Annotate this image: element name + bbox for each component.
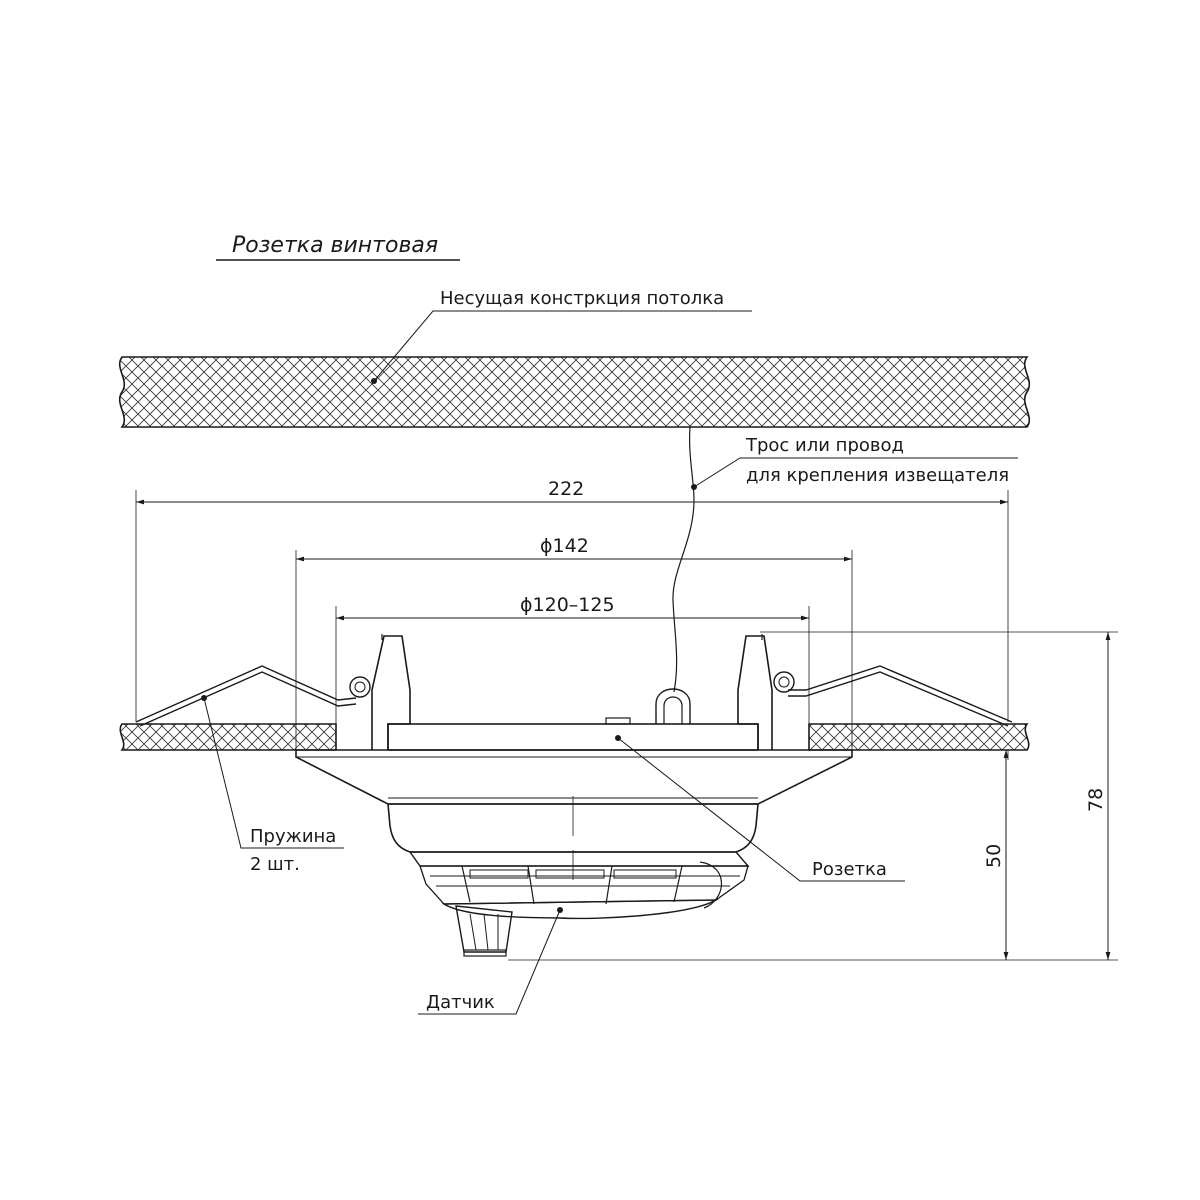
dimension-diameter-outer-text: ϕ142: [540, 535, 589, 557]
spring-label-line2: 2 шт.: [250, 854, 300, 875]
dimension-height-total: 78: [1085, 632, 1111, 960]
dimension-overall-width: 222: [136, 478, 1008, 505]
dimension-height-below: 50: [983, 750, 1009, 960]
extension-lines: [135, 490, 1118, 961]
title-text: Розетка винтовая: [232, 233, 438, 258]
cable-label-line1: Трос или провод: [745, 435, 904, 456]
dimension-height-total-text: 78: [1085, 788, 1107, 812]
spring-label: Пружина 2 шт.: [201, 695, 344, 875]
sensor-label-text: Датчик: [426, 992, 495, 1013]
dimension-diameter-cutout: ϕ120–125: [336, 594, 809, 621]
ceiling-label: Несущая констркция потолка: [371, 288, 752, 384]
ceiling-slab: [118, 356, 1031, 428]
false-ceiling-panel: [119, 723, 1030, 751]
socket-body: [295, 634, 853, 805]
dimension-diameter-cutout-text: ϕ120–125: [520, 594, 615, 616]
dimension-overall-width-text: 222: [548, 478, 584, 500]
dimension-height-below-text: 50: [983, 844, 1005, 868]
socket-label-text: Розетка: [812, 859, 887, 880]
dimension-diameter-outer: ϕ142: [296, 535, 852, 562]
cable-label-line2: для крепления извещателя: [746, 465, 1009, 486]
detector-body: [387, 796, 759, 957]
drawing-title: Розетка винтовая: [216, 233, 460, 261]
suspension-cable: Трос или провод для крепления извещателя: [672, 426, 1018, 693]
sensor-label: Датчик: [418, 907, 563, 1015]
socket-label: Розетка: [615, 735, 905, 882]
spring-clips: [135, 665, 1013, 727]
ceiling-label-text: Несущая констркция потолка: [440, 288, 724, 309]
spring-label-line1: Пружина: [250, 826, 336, 847]
